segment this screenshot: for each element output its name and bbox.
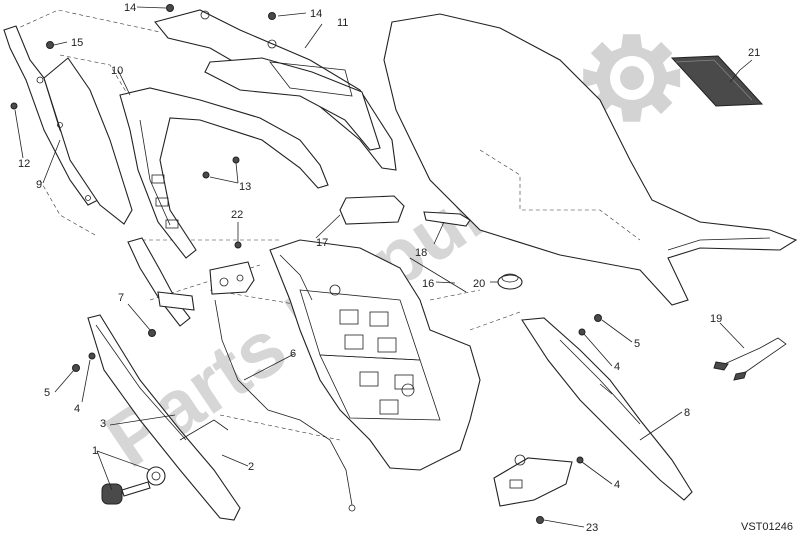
callout-2: 2 [248, 461, 254, 473]
part-small-bracket [127, 237, 195, 327]
part-seat [383, 13, 798, 306]
part-rear-bracket [119, 87, 329, 259]
part-strap [713, 337, 787, 381]
drawing-code: VST01246 [741, 521, 793, 533]
gear-icon [583, 34, 681, 122]
callout-15: 16 [422, 278, 434, 290]
callout-13: 14 [124, 2, 136, 14]
callout-6: 6 [290, 348, 296, 360]
part-rod [409, 257, 467, 293]
callout-4-right-upper: 4 [614, 361, 620, 373]
callout-23: 23 [586, 522, 598, 534]
part-right-side-panel [521, 317, 693, 501]
callout-5-right: 5 [634, 338, 640, 350]
part-release-cable [214, 299, 356, 512]
callout-8: 9 [36, 179, 42, 191]
part-lock-and-key [101, 466, 166, 505]
part-undertray [269, 239, 481, 471]
part-right-bracket [493, 454, 573, 507]
part-latch [209, 261, 255, 295]
callout-14-top: 14 [310, 8, 322, 20]
part-manual-booklet [670, 55, 764, 107]
callout-11: 12 [18, 158, 30, 170]
callout-labels: 14 14 15 11 10 12 9 13 22 17 18 16 20 21… [18, 2, 760, 534]
callout-19: 8 [684, 407, 690, 419]
leader-lines [14, 6, 753, 528]
callout-21: 21 [748, 47, 760, 59]
callout-14-left: 15 [71, 37, 83, 49]
part-rubber-plug [497, 273, 523, 290]
callout-7: 7 [118, 292, 124, 304]
callout-1: 1 [92, 445, 98, 457]
callout-17: 18 [415, 247, 427, 259]
part-seat-pad [339, 195, 405, 225]
callout-3: 3 [100, 418, 106, 430]
fasteners [10, 4, 602, 524]
part-left-side-panel [3, 25, 133, 225]
callout-9: 10 [111, 65, 123, 77]
callout-4-left: 4 [74, 403, 80, 415]
callout-20: 20 [473, 278, 485, 290]
callout-5-left: 5 [44, 387, 50, 399]
callout-16: 17 [316, 237, 328, 249]
callout-18: 19 [710, 313, 722, 325]
callout-10: 11 [337, 17, 348, 29]
part-cable-tie [423, 211, 471, 227]
part-left-lower-cover [87, 314, 241, 521]
callout-4-right-lower: 4 [614, 479, 620, 491]
callout-22: 22 [231, 209, 243, 221]
part-grab-handle [154, 9, 397, 171]
callout-12: 13 [239, 181, 251, 193]
